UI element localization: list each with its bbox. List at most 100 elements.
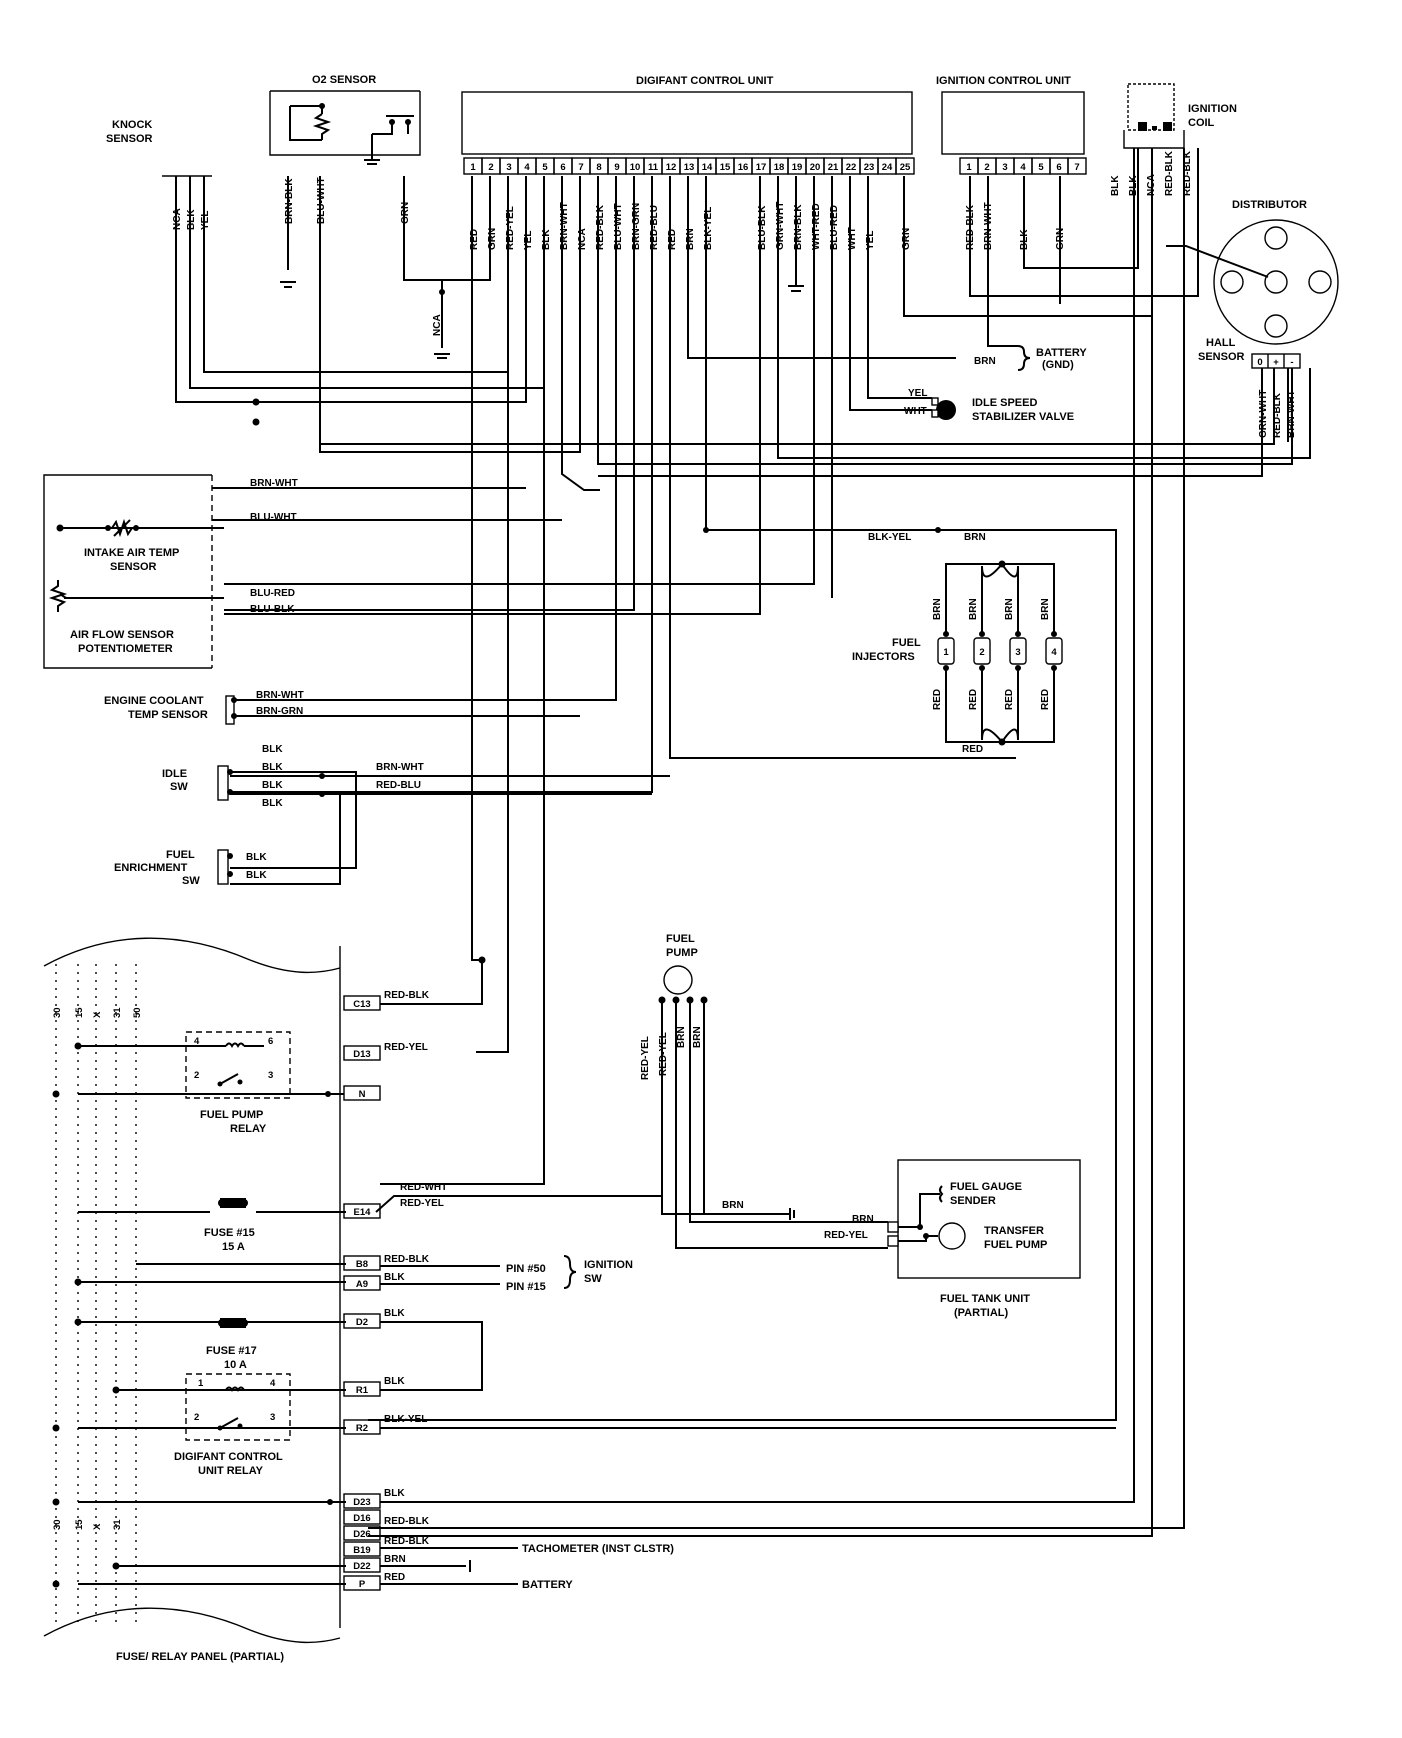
panel-terminal-top: 31 bbox=[112, 1007, 123, 1018]
o2-wire-label: BRN-BLK bbox=[284, 178, 295, 224]
svg-text:4: 4 bbox=[194, 1036, 200, 1047]
panel-connector bbox=[343, 1509, 381, 1525]
ecu-wire-label: RED-YEL bbox=[505, 206, 516, 250]
panel-terminal-bottom: X bbox=[92, 1523, 103, 1530]
knock-sensor: KNOCK SENSOR bbox=[106, 119, 212, 177]
ecu-pin-number: 1 bbox=[470, 162, 476, 173]
enrich-label-3: SW bbox=[182, 875, 200, 887]
injector-wire-label: BRN bbox=[932, 598, 943, 620]
pin15-label: PIN #15 bbox=[506, 1281, 546, 1293]
ecu-wire-label: RED-BLU bbox=[649, 205, 660, 250]
fuse-15: FUSE #15 15 A bbox=[204, 1198, 255, 1253]
svg-text:RED-YEL: RED-YEL bbox=[824, 1230, 868, 1241]
ecu-pin-number: 9 bbox=[614, 162, 619, 173]
coil-wire-label: RED-BLK bbox=[1164, 150, 1175, 196]
svg-text:2: 2 bbox=[194, 1412, 199, 1423]
fuse-relay-panel-label: FUSE/ RELAY PANEL (PARTIAL) bbox=[116, 1651, 284, 1663]
hall-wire-label: RED-BLK bbox=[1272, 392, 1283, 438]
fuel-pump-label-1: FUEL bbox=[666, 933, 695, 945]
ecu-wire-label: GRN bbox=[487, 228, 498, 250]
ecu-pin-number: 15 bbox=[720, 162, 731, 173]
injector-wire-label: BRN bbox=[1004, 598, 1015, 620]
o2-sensor-label: O2 SENSOR bbox=[312, 74, 376, 86]
ecu-wire-label: BRN-GRN bbox=[631, 203, 642, 250]
idle-speed-stabilizer-valve: IDLE SPEED STABILIZER VALVE bbox=[931, 397, 1074, 423]
ecu-wire-label: BLU-RED bbox=[829, 205, 840, 250]
digifant-control-unit-label: DIGIFANT CONTROL UNIT bbox=[636, 75, 774, 87]
fuel-injector bbox=[1045, 637, 1063, 665]
svg-text:6: 6 bbox=[268, 1036, 273, 1047]
ecu-pin-number: 24 bbox=[882, 162, 893, 173]
coolant-label-1: ENGINE COOLANT bbox=[104, 695, 204, 707]
ecu-pin-number: 22 bbox=[846, 162, 857, 173]
ignition-switch: PIN #50 PIN #15 IGNITION SW bbox=[506, 1255, 633, 1293]
fuel-injectors: FUEL INJECTORS 1BRNRED2BRNRED3BRNRED4BRN… bbox=[852, 560, 1063, 746]
svg-text:BLK: BLK bbox=[262, 744, 283, 755]
svg-text:RED: RED bbox=[962, 744, 983, 755]
svg-text:BRN-GRN: BRN-GRN bbox=[256, 706, 303, 717]
panel-terminal-top: X bbox=[92, 1011, 103, 1018]
ecu-wire-label: WHT bbox=[847, 227, 858, 250]
fuel-injectors-label-2: INJECTORS bbox=[852, 651, 915, 663]
intake-air-temp-and-airflow-sensor: INTAKE AIR TEMP SENSOR AIR FLOW SENSOR P… bbox=[43, 474, 224, 669]
svg-text:BLK: BLK bbox=[246, 852, 267, 863]
svg-text:BLU-RED: BLU-RED bbox=[250, 588, 295, 599]
svg-text:WHT: WHT bbox=[904, 406, 927, 417]
idle-switch: IDLE SW bbox=[162, 765, 233, 801]
injector-number: 2 bbox=[979, 647, 984, 658]
injector-wire-label: BRN bbox=[968, 598, 979, 620]
tachometer-label: TACHOMETER (INST CLSTR) bbox=[522, 1543, 674, 1555]
fuel-pump: FUEL PUMP bbox=[658, 933, 708, 1004]
ecu-pin-number: 14 bbox=[702, 162, 713, 173]
pin50-label: PIN #50 bbox=[506, 1263, 546, 1275]
fuel-injector bbox=[1009, 637, 1027, 665]
svg-text:RED-BLK: RED-BLK bbox=[384, 1516, 430, 1527]
icu-pin-number: 2 bbox=[984, 162, 989, 173]
transfer-pump-label-1: TRANSFER bbox=[984, 1225, 1044, 1237]
idle-sw-label-1: IDLE bbox=[162, 768, 187, 780]
hall-terminal: 0 bbox=[1257, 357, 1262, 368]
svg-text:BRN-WHT: BRN-WHT bbox=[256, 690, 304, 701]
ignition-coil-label-2: COIL bbox=[1188, 117, 1215, 129]
ecu-pin-number: 16 bbox=[738, 162, 749, 173]
fuse15-label-1: FUSE #15 bbox=[204, 1227, 255, 1239]
knock-sensor-label-2: SENSOR bbox=[106, 133, 153, 145]
svg-text:NCA: NCA bbox=[432, 314, 443, 336]
ecu-wire-label: BLU-BLK bbox=[757, 205, 768, 250]
svg-text:RED-YEL: RED-YEL bbox=[384, 1042, 428, 1053]
fuse17-label-1: FUSE #17 bbox=[206, 1345, 257, 1357]
o2-wire-label: GRN bbox=[400, 202, 411, 224]
svg-text:BRN: BRN bbox=[722, 1200, 744, 1211]
connector-label: D26 bbox=[353, 1529, 370, 1540]
ecu-pin-cell bbox=[895, 157, 915, 175]
hall-terminal: - bbox=[1290, 357, 1293, 368]
ecu-wire-label: BRN-WHT bbox=[559, 202, 570, 250]
enrich-label-1: FUEL bbox=[166, 849, 195, 861]
svg-text:BRN-WHT: BRN-WHT bbox=[250, 478, 298, 489]
battery-label: BATTERY bbox=[522, 1579, 573, 1591]
connector-label: B19 bbox=[353, 1545, 370, 1556]
ignition-coil-label-1: IGNITION bbox=[1188, 103, 1237, 115]
fuse17-label-2: 10 A bbox=[224, 1359, 247, 1371]
o2-sensor: O2 SENSOR bbox=[269, 74, 421, 165]
fuel-pump-label-2: PUMP bbox=[666, 947, 698, 959]
ecu-wire-label: GRN-WHT bbox=[775, 202, 786, 250]
connector-label: R2 bbox=[356, 1423, 368, 1434]
icu-pin-number: 4 bbox=[1020, 162, 1026, 173]
battery-gnd-label-2: (GND) bbox=[1042, 359, 1074, 371]
ecu-pin-number: 4 bbox=[524, 162, 530, 173]
intake-air-temp-label-2: SENSOR bbox=[110, 561, 157, 573]
icu-pin-number: 3 bbox=[1002, 162, 1007, 173]
ecu-pin-number: 6 bbox=[560, 162, 565, 173]
fuel-tank-unit: FUEL GAUGE SENDER TRANSFER FUEL PUMP FUE… bbox=[887, 1159, 1081, 1319]
coolant-label-2: TEMP SENSOR bbox=[128, 709, 208, 721]
ecu-wire-label: YEL bbox=[865, 231, 876, 250]
connector-label: E14 bbox=[354, 1207, 372, 1218]
fuel-enrichment-switch: FUEL ENRICHMENT SW bbox=[114, 849, 233, 887]
fuel-injector bbox=[973, 637, 991, 665]
svg-text:RED: RED bbox=[384, 1572, 405, 1583]
